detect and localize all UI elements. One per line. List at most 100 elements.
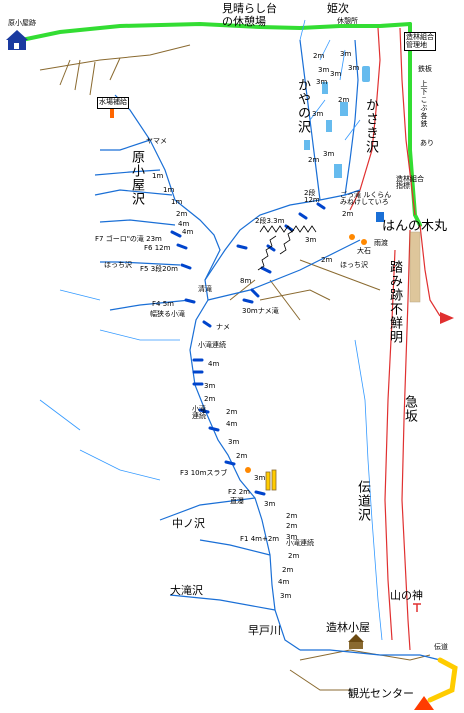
height-label: 3m — [254, 474, 266, 482]
height-label: 1m — [163, 186, 175, 194]
height-label: 4m — [278, 578, 290, 586]
gully-hatching — [257, 225, 317, 271]
height-label: 2m — [313, 52, 325, 60]
label-namedaki: ナメ — [216, 323, 230, 331]
label-zourin-goya: 造林小屋 — [326, 621, 370, 634]
label-ootaki: 大滝沢 — [170, 584, 203, 597]
label-f6: F6 12m — [144, 244, 171, 252]
marker-orange-3 — [361, 239, 367, 245]
label-f4: F4 5m — [152, 300, 174, 308]
label-zourin-mid: 造林組合 指標 — [396, 175, 424, 190]
height-label: 3m — [228, 438, 240, 446]
height-label: 4m — [182, 228, 194, 236]
label-zourin-kanri: 造林組合 管理地 — [404, 32, 436, 52]
cliff-shading — [304, 66, 370, 178]
marker-orange-1 — [245, 467, 251, 473]
height-label: 2m — [286, 512, 298, 520]
signpost-icon — [376, 212, 384, 222]
road-yellow — [427, 657, 458, 703]
height-label: 3m — [264, 500, 276, 508]
label-gate-3: あり — [420, 139, 434, 147]
height-label: 2m — [288, 552, 300, 560]
height-label: 2m — [338, 96, 350, 104]
label-miharashi: 見晴らし台 — [222, 2, 277, 15]
label-shotaki-2: 小滝連続 — [198, 341, 226, 349]
height-label: 3m — [305, 236, 317, 244]
house-icon — [6, 30, 28, 50]
label-gate-2: 上下こぶ各鉄 — [420, 80, 428, 128]
label-8m: 8m — [240, 277, 252, 285]
label-kasasawa: かさき沢 — [363, 98, 378, 154]
height-label: 1m — [171, 198, 183, 206]
label-kyukei: の休憩場 — [222, 15, 266, 28]
height-label: 3m — [318, 66, 330, 74]
height-label: 3m — [286, 533, 298, 541]
trail-red — [349, 27, 441, 651]
label-f2: F2 2m — [228, 488, 250, 496]
shrine-icon — [413, 603, 421, 612]
label-amasaki: 雨渡 — [374, 239, 388, 247]
label-ooishi: 大石 — [357, 247, 371, 255]
waterfall-marks — [170, 202, 326, 496]
label-gate-1: 鉄板 — [418, 65, 432, 73]
label-kyuzaka: 急坂 — [402, 395, 417, 423]
streams — [94, 39, 441, 661]
label-hocchi-1: ほっち沢 — [104, 261, 132, 269]
height-label: 2m — [308, 156, 320, 164]
label-sanju: 30mナメ滝 — [242, 307, 279, 315]
label-shiratan-note: ごっ滝 ルくらん みねけしていろ — [340, 191, 392, 206]
label-hannoki: はんの木丸 — [382, 219, 448, 234]
height-label: 2m — [282, 566, 294, 574]
height-label: 3m — [348, 64, 360, 72]
label-hocchi-2: ほっち沢 — [340, 261, 368, 269]
label-nakanosawa: 中ノ沢 — [172, 517, 205, 530]
height-label: 1m — [152, 172, 164, 180]
label-nidan2: 2段3.3m — [255, 217, 285, 225]
height-label: 2m — [204, 395, 216, 403]
arrow-marker — [440, 312, 454, 324]
height-label: 3m — [323, 150, 335, 158]
label-f5: F5 3段20m — [140, 265, 178, 273]
height-label: 2m — [236, 452, 248, 460]
label-suigen: 水場補給 — [97, 97, 129, 109]
label-shotaki-1: 小滝連続 — [286, 539, 314, 547]
height-label: 3m — [340, 50, 352, 58]
height-label: 2m — [321, 256, 333, 264]
road-green — [10, 21, 422, 227]
label-f3: F3 10mスラブ — [180, 469, 228, 477]
label-harakoyasawa: 原小屋沢 — [129, 150, 144, 206]
height-label: 2m — [286, 522, 298, 530]
label-yamame: ヤマメ — [146, 137, 167, 145]
label-harato: 早戸川 — [248, 624, 281, 637]
hut-icon — [348, 634, 364, 649]
label-seitaki: 清滝 — [198, 285, 212, 293]
height-label: 3m — [204, 382, 216, 390]
label-harakoya-bus: 原小屋跡 — [8, 19, 36, 27]
label-nidan: 2段 12m — [304, 189, 320, 204]
label-himetsugi: 姫次 — [327, 2, 349, 15]
height-label: 3m — [316, 78, 328, 86]
label-fumiato: 踏み跡不鮮明 — [387, 260, 402, 344]
warning-blocks — [265, 469, 277, 491]
label-f7: F7 ゴーロ"の滝 23m — [95, 235, 162, 243]
height-label: 3m — [312, 110, 324, 118]
label-f4-sub: 幅狭る小滝 — [150, 310, 185, 318]
label-dendou: 伝道沢 — [355, 480, 370, 522]
label-dendou-road: 伝道 — [434, 643, 448, 651]
height-label: 4m — [226, 420, 238, 428]
height-label: 3m — [330, 70, 342, 78]
height-label: 2m — [342, 210, 354, 218]
height-label: 4m — [178, 220, 190, 228]
fence-pattern — [409, 231, 421, 303]
label-yamanokami: 山の神 — [390, 589, 423, 602]
height-label: 2m — [176, 210, 188, 218]
label-himetsugi-sub: 休憩所 — [337, 17, 358, 25]
label-f1: F1 4m+2m — [240, 535, 280, 543]
height-label: 2m — [226, 408, 238, 416]
label-f2-sub: 直瀑 — [230, 497, 244, 505]
height-label: 3m — [280, 592, 292, 600]
label-kayanosawa: かやの沢 — [295, 78, 310, 134]
ridge-lines — [39, 44, 431, 691]
height-label: 4m — [208, 360, 220, 368]
